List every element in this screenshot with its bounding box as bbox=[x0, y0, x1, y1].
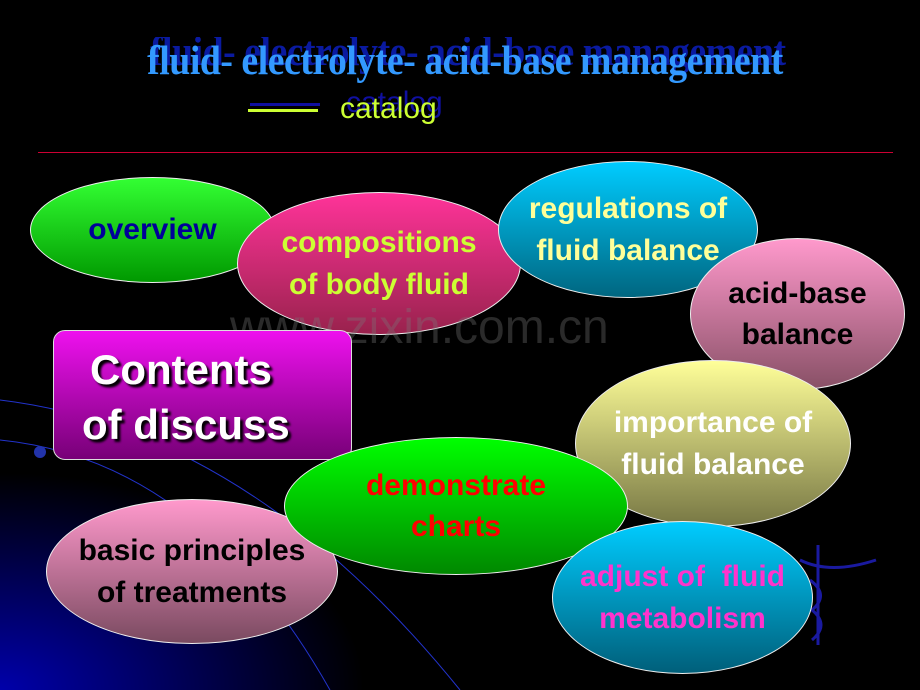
topic-label: demonstrate bbox=[365, 468, 547, 502]
topic-label: of body fluid bbox=[289, 267, 469, 301]
topic-demonstrate[interactable]: demonstrate charts bbox=[284, 437, 628, 575]
dash-decoration bbox=[248, 108, 318, 112]
topic-adjust[interactable]: adjust of fluid metabolism bbox=[552, 521, 813, 674]
topic-label: charts bbox=[410, 510, 502, 543]
subtitle: catalog bbox=[248, 92, 437, 126]
topic-label: metabolism bbox=[599, 601, 766, 635]
topic-acid-base[interactable]: acid-base balance bbox=[690, 238, 905, 390]
topic-label: importance of bbox=[613, 406, 813, 440]
caduceus-icon bbox=[799, 545, 877, 645]
topic-label: adjust of fluid bbox=[580, 560, 785, 594]
contents-box: Contents of discuss bbox=[53, 330, 352, 460]
contents-line2: of discuss bbox=[82, 400, 290, 448]
topic-label: of treatments bbox=[96, 575, 288, 609]
slide-title: fluid- electrolyte- acid-base management bbox=[147, 37, 783, 83]
topic-label: compositions bbox=[281, 226, 477, 260]
topic-label: basic principles bbox=[78, 534, 306, 568]
topic-compositions[interactable]: compositions of body fluid bbox=[237, 192, 521, 335]
divider-line bbox=[38, 152, 893, 153]
topic-label: regulations of bbox=[528, 192, 728, 226]
contents-line1: Contents bbox=[90, 346, 272, 393]
topic-label: fluid balance bbox=[621, 447, 805, 481]
topic-label: acid-base bbox=[728, 276, 867, 310]
subtitle-text: catalog bbox=[340, 92, 437, 125]
topic-overview[interactable]: overview bbox=[30, 177, 275, 283]
topic-label: overview bbox=[88, 213, 217, 247]
topic-label: balance bbox=[741, 318, 854, 351]
topic-label: fluid balance bbox=[536, 233, 720, 267]
